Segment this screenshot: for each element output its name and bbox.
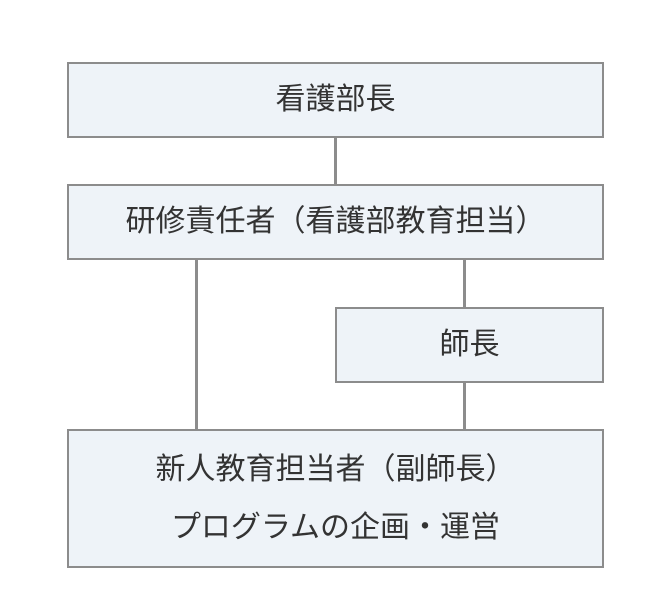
connector-training-manager-to-head-nurse (463, 260, 466, 307)
node-head-nurse-label: 師長 (439, 327, 500, 362)
node-new-staff-educator: 新人教育担当者（副師長） プログラムの企画・運営 (67, 429, 604, 568)
node-new-staff-educator-title: 新人教育担当者（副師長） (155, 451, 516, 487)
connector-head-nurse-to-new-staff-educator (463, 383, 466, 429)
node-new-staff-educator-role: プログラムの企画・運営 (170, 509, 501, 545)
connector-director-to-training-manager (334, 138, 337, 184)
node-head-nurse: 師長 (335, 307, 604, 383)
node-training-manager: 研修責任者（看護部教育担当） (67, 184, 604, 260)
node-director: 看護部長 (67, 62, 604, 138)
node-director-label: 看護部長 (275, 82, 396, 117)
connector-training-manager-to-new-staff-educator (195, 260, 198, 429)
node-training-manager-label: 研修責任者（看護部教育担当） (125, 204, 546, 239)
